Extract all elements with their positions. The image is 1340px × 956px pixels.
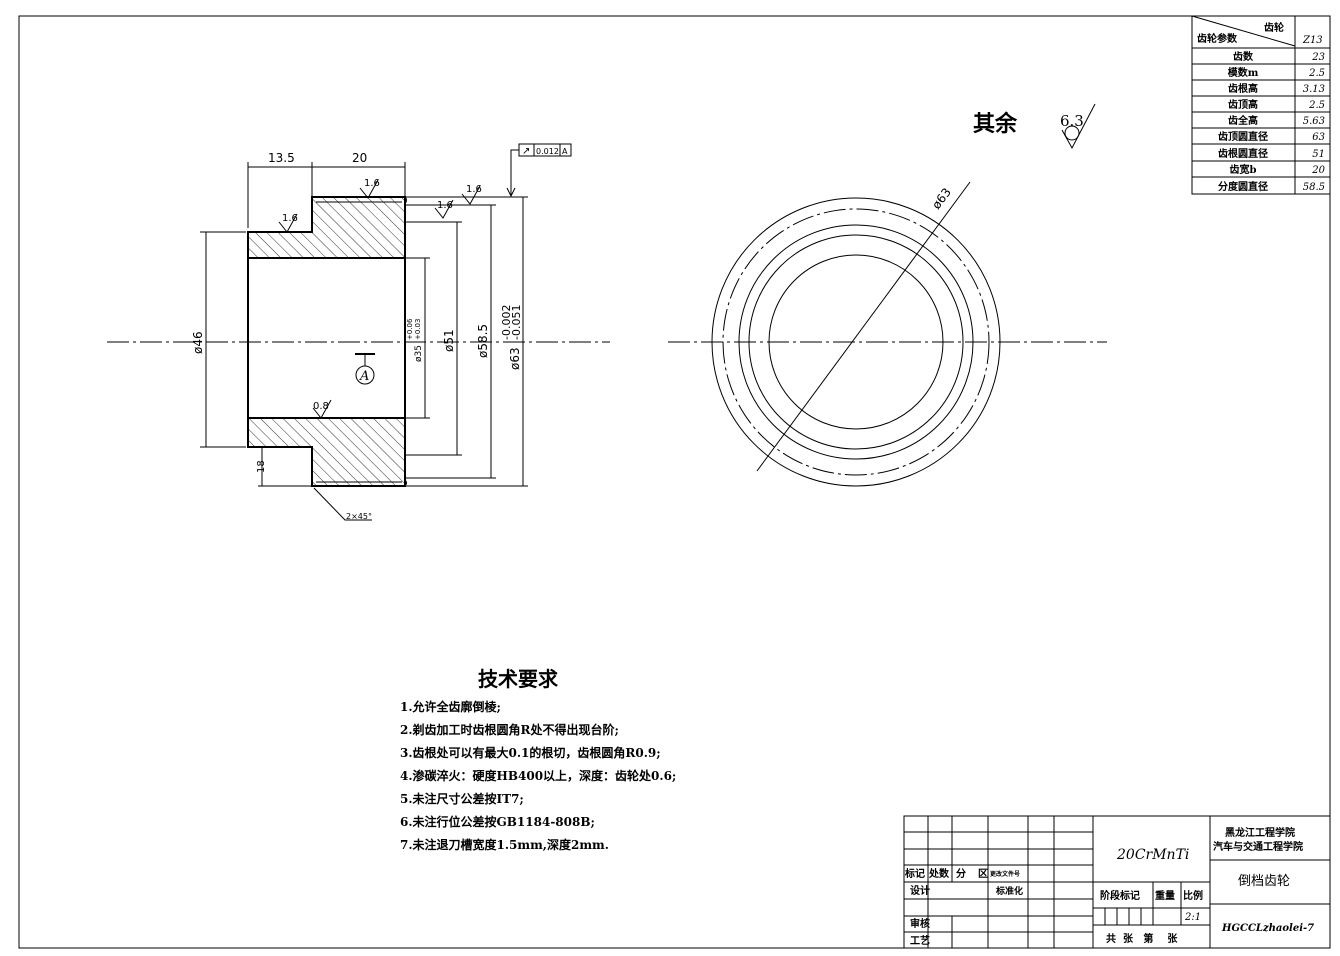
tb-process: 工艺: [910, 934, 930, 947]
dim-dia-63-tol: -0.002: [500, 305, 513, 340]
tb-mark: 标记: [904, 867, 925, 880]
dim-18: 18: [256, 460, 267, 473]
param-value: 58.5: [1303, 182, 1325, 193]
dim-right-width: 20: [352, 151, 367, 165]
surface-note-value: 6.3: [1060, 112, 1084, 130]
tolerance-frame: ↗ 0.012 A: [506, 143, 572, 198]
roughness-mark: 1.6: [359, 178, 380, 199]
tolerance-symbol: ↗: [522, 146, 530, 157]
roughness-circle: [1064, 125, 1080, 141]
param-header-value: Z13: [1302, 35, 1323, 46]
param-value: 5.63: [1303, 116, 1325, 127]
param-label: 模数m: [1228, 66, 1259, 79]
tech-requirements: 技术要求 1.允许全齿廓倒棱; 2.剃齿加工时齿根圆角R处不得出现台阶; 3.齿…: [400, 663, 880, 857]
tech-requirement-item: 1.允许全齿廓倒棱;: [400, 700, 501, 714]
dim-dia-63-tol2: -0.051: [510, 305, 523, 340]
tolerance-value: 0.012: [536, 147, 559, 156]
tech-requirement-item: 7.未注退刀槽宽度1.5mm,深度2mm.: [400, 838, 609, 852]
drawing-border: [18, 15, 1331, 949]
param-label: 齿根圆直径: [1218, 147, 1268, 160]
param-value: 51: [1312, 149, 1325, 160]
tb-stage-mark: 阶段标记: [1100, 889, 1140, 902]
param-header-right: 齿轮: [1264, 21, 1284, 34]
param-table: 齿轮 齿轮参数 Z13 齿数 23 模数m 2.5 齿根高 3.13 齿顶高 2…: [1191, 15, 1331, 195]
dim-left-width: 13.5: [268, 151, 295, 165]
datum-a-marker: A: [355, 353, 375, 385]
param-header-left: 齿轮参数: [1197, 32, 1238, 45]
param-value: 2.5: [1308, 68, 1325, 79]
tb-scale-value: 2:1: [1184, 912, 1201, 923]
svg-text:1.6: 1.6: [466, 184, 482, 195]
end-view: ø63: [668, 181, 1107, 487]
tech-requirement-item: 2.剃齿加工时齿根圆角R处不得出现台阶;: [400, 723, 619, 737]
dim-dia-51: ø51: [442, 329, 456, 352]
dim-dia-58-5: ø58.5: [476, 324, 490, 358]
dim-dia-35: ø35: [414, 345, 424, 362]
title-block: 标记 处数 分 区 更改文件号 设计 标准化 审核 工艺 20CrMnTi 阶段…: [903, 815, 1331, 949]
pitch-circle: [722, 208, 990, 476]
param-value: 20: [1311, 165, 1325, 176]
section-hatch-bottom: [247, 417, 406, 487]
tb-material: 20CrMnTi: [1116, 847, 1189, 863]
param-value: 3.13: [1303, 84, 1325, 95]
param-label: 齿根高: [1228, 82, 1258, 95]
tb-drawing-no: HGCCLzhaolei-7: [1221, 923, 1314, 934]
param-label: 齿全高: [1228, 114, 1258, 127]
param-label: 齿数: [1233, 50, 1254, 63]
datum-label: A: [359, 369, 369, 384]
bore-circle: [768, 254, 944, 430]
hub-circle: [748, 234, 964, 450]
param-label: 分度圆直径: [1218, 180, 1268, 193]
param-value: 23: [1311, 52, 1325, 63]
section-view: 13.5 20 ↗ 0.012 A 1.6 1.6 1.6 1.6: [107, 143, 610, 521]
tb-part-name: 倒档齿轮: [1238, 874, 1290, 889]
param-label: 齿顶高: [1228, 98, 1258, 111]
tb-scale: 比例: [1183, 889, 1203, 902]
param-value: 2.5: [1308, 100, 1325, 111]
tech-requirement-item: 4.渗碳淬火：硬度HB400以上，深度：齿轮处0.6;: [400, 769, 677, 783]
diameter-line: [756, 181, 971, 472]
roughness-mark: 0.8: [312, 399, 332, 419]
end-view-dia-label: ø63: [929, 185, 954, 211]
tb-standardize: 标准化: [995, 885, 1023, 897]
roughness-mark: 1.6: [434, 199, 454, 219]
dim-dia-46: ø46: [191, 331, 205, 354]
dim-dia-35-tol2: +0.03: [414, 319, 422, 340]
chamfer-label: 2×45°: [346, 512, 372, 521]
tb-zone: 区: [978, 868, 988, 880]
tb-division: 分: [956, 867, 966, 880]
dim-dia-63: ø63: [508, 347, 522, 370]
tolerance-datum: A: [562, 147, 568, 156]
roughness-mark: 1.6: [461, 184, 482, 205]
tb-design: 设计: [910, 884, 930, 897]
svg-text:1.6: 1.6: [364, 178, 380, 189]
tb-sheets: 共 张 第 张: [1106, 932, 1178, 945]
tb-weight: 重量: [1155, 889, 1175, 902]
outer-circle: [711, 197, 1001, 487]
param-label: 齿宽b: [1230, 163, 1257, 176]
tb-college: 汽车与交通工程学院: [1213, 840, 1303, 853]
tech-requirement-item: 3.齿根处可以有最大0.1的根切，齿根圆角R0.9;: [400, 746, 661, 760]
surface-note: 其余 6.3: [973, 103, 1096, 150]
tb-change-doc: 更改文件号: [990, 870, 1020, 878]
tech-requirement-item: 6.未注行位公差按GB1184-808B;: [400, 815, 595, 829]
surface-note-label: 其余: [973, 111, 1018, 137]
svg-text:0.8: 0.8: [313, 401, 329, 412]
root-circle: [738, 224, 974, 460]
tb-count: 处数: [928, 867, 950, 880]
chamfer-leader: [313, 487, 372, 521]
section-hatch-top: [247, 196, 406, 259]
param-label: 齿顶圆直径: [1218, 130, 1268, 143]
roughness-mark: 1.6: [278, 213, 298, 233]
tech-requirement-item: 5.未注尺寸公差按IT7;: [400, 792, 524, 806]
tech-requirements-title: 技术要求: [478, 667, 558, 691]
tb-review: 审核: [910, 917, 930, 930]
svg-text:1.6: 1.6: [282, 213, 298, 224]
dim-dia-35-tol: +0.06: [406, 318, 414, 340]
tb-school: 黑龙江工程学院: [1225, 826, 1295, 839]
param-value: 63: [1312, 132, 1325, 143]
